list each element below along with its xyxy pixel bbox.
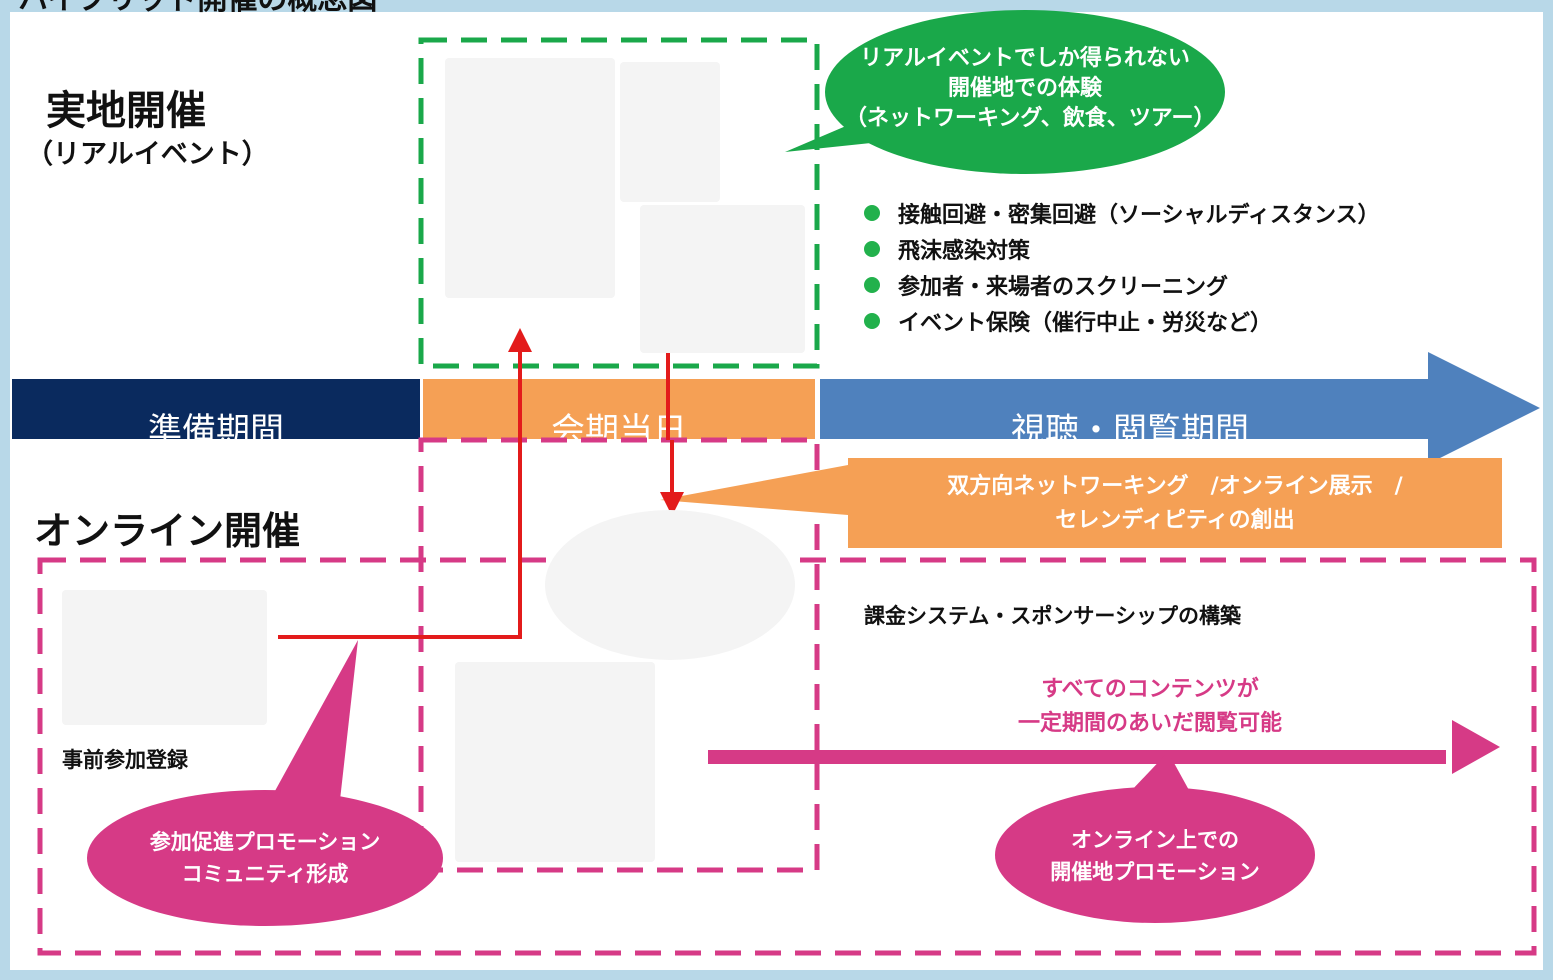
band-preparation-label: 準備期間 [148, 411, 284, 439]
promo-bubble-tail [270, 640, 358, 800]
measure-item: 参加者・来場者のスクリーニング [860, 270, 1380, 306]
viewing-arrow-head [1428, 352, 1540, 464]
band-viewing-label: 視聴・閲覧期間 [1011, 411, 1249, 439]
promo-bubble-shape [87, 790, 443, 926]
desk-laptop-figure [455, 662, 655, 862]
band-viewing: 視聴・閲覧期間 [820, 379, 1440, 439]
real-event-title: 実地開催 [46, 88, 206, 134]
local-bubble: オンライン上での 開催地プロモーション [995, 824, 1315, 888]
laptop-tablet-devices [62, 590, 267, 725]
green-bubble-shape [825, 10, 1225, 174]
page-title: ハイブリッド開催の概念図 [18, 0, 377, 18]
podium-speaker-figure [445, 58, 615, 298]
pre-registration-label: 事前参加登録 [62, 748, 188, 772]
band-event-day-label: 会期当日 [551, 411, 687, 439]
contents-text: すべてのコンテンツが 一定期間のあいだ閲覧可能 [960, 673, 1340, 741]
band-event-day: 会期当日 [423, 379, 815, 439]
green-bubble: リアルイベントでしか得られない 開催地での体験 （ネットワーキング、飲食、ツアー… [845, 44, 1216, 134]
measure-item: 飛沫感染対策 [860, 234, 1380, 270]
promo-bubble-line1: 参加促進プロモーション [149, 830, 381, 854]
green-bubble-line3: （ネットワーキング、飲食、ツアー） [845, 106, 1216, 131]
magenta-arrow-shaft [708, 750, 1446, 764]
real-event-dashed-box [418, 37, 820, 369]
networking-line1: 双方向ネットワーキング /オンライン展示 / [947, 474, 1403, 499]
green-bubble-line1: リアルイベントでしか得られない [860, 46, 1190, 71]
event-day-dashed-box [418, 437, 820, 873]
globe-network-devices [545, 510, 795, 660]
promo-bubble: 参加促進プロモーション コミュニティ形成 [95, 826, 435, 890]
networking-box: 双方向ネットワーキング /オンライン展示 / セレンディピティの創出 [848, 458, 1502, 548]
online-event-title: オンライン開催 [34, 509, 301, 553]
handshake-figures [620, 62, 720, 202]
local-bubble-line2: 開催地プロモーション [1050, 860, 1260, 884]
meeting-table-figures [640, 205, 805, 353]
green-bubble-line2: 開催地での体験 [947, 76, 1102, 101]
red-arrowhead-1 [508, 328, 532, 352]
promo-bubble-line2: コミュニティ形成 [181, 862, 349, 886]
orange-box-tail [660, 465, 848, 515]
online-dashed-box [37, 557, 1537, 956]
band-preparation: 準備期間 [12, 379, 420, 439]
magenta-arrow-head [1452, 720, 1500, 774]
contents-line1: すべてのコンテンツが [1041, 677, 1259, 702]
measure-item: イベント保険（催行中止・労災など） [860, 306, 1380, 342]
networking-line2: セレンディピティの創出 [1055, 508, 1295, 533]
red-arrow-registration [278, 345, 522, 639]
contents-line2: 一定期間のあいだ閲覧可能 [1017, 711, 1282, 736]
measures-list: 接触回避・密集回避（ソーシャルディスタンス） 飛沫感染対策 参加者・来場者のスク… [860, 198, 1380, 342]
local-bubble-shape [995, 787, 1315, 923]
green-bubble-tail [785, 120, 900, 152]
real-event-subtitle: （リアルイベント） [26, 139, 269, 170]
local-bubble-tail [1130, 752, 1190, 792]
billing-text: 課金システム・スポンサーシップの構築 [864, 604, 1241, 628]
local-bubble-line1: オンライン上での [1071, 828, 1239, 852]
red-arrowhead-3 [660, 492, 684, 516]
measure-item: 接触回避・密集回避（ソーシャルディスタンス） [860, 198, 1380, 234]
